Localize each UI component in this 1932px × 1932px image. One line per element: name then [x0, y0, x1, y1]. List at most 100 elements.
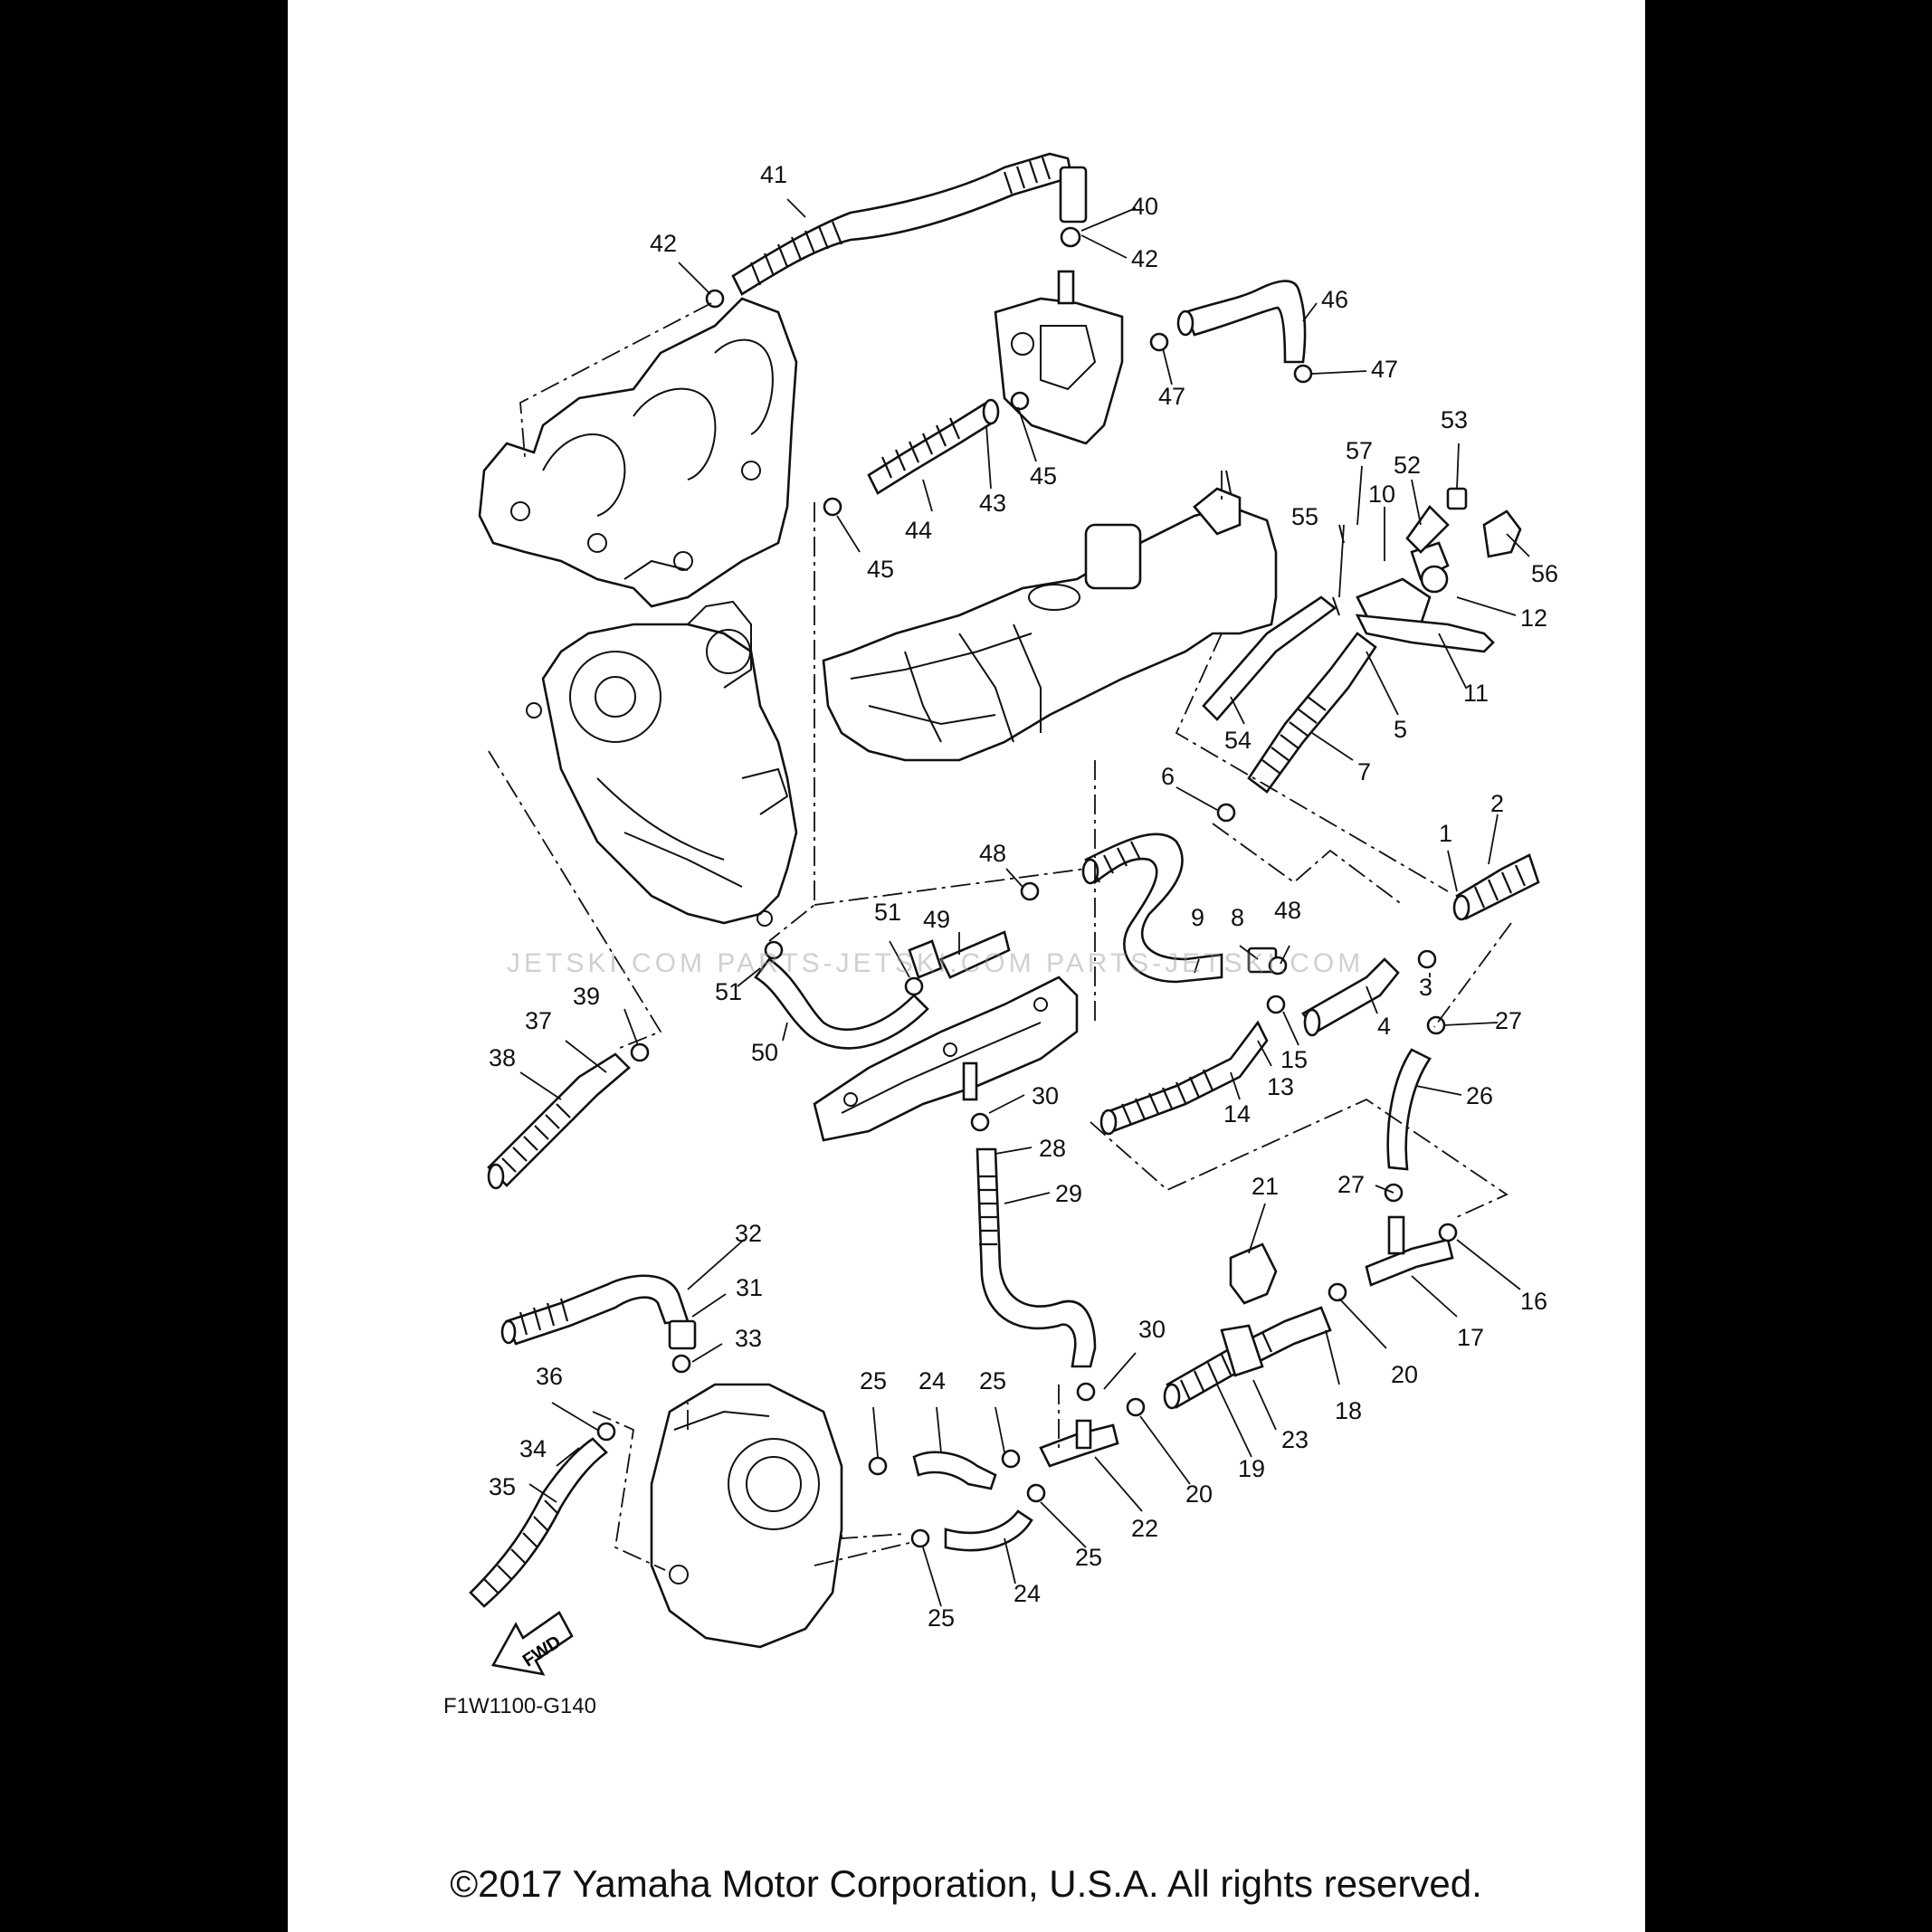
callout-48: 48 — [979, 840, 1006, 867]
callout-50: 50 — [751, 1039, 778, 1066]
callout-34: 34 — [519, 1435, 547, 1462]
callout-25: 25 — [1075, 1544, 1102, 1571]
callout-41: 41 — [760, 161, 787, 188]
callout-10: 10 — [1368, 481, 1395, 508]
callout-labels: 41 40 42 42 46 47 47 53 57 52 10 55 56 1… — [489, 161, 1558, 1632]
callout-51: 51 — [715, 978, 742, 1005]
callout-45: 45 — [867, 556, 894, 583]
exhaust-manifold — [478, 297, 798, 608]
hose-18-19 — [1163, 1306, 1332, 1410]
hose-13-14 — [1099, 1020, 1269, 1136]
callout-8: 8 — [1231, 904, 1244, 931]
figure-code: F1W1100-G140 — [443, 1694, 596, 1718]
hose-46 — [1176, 280, 1307, 364]
callout-52: 52 — [1394, 452, 1421, 479]
cooling-hose-diagram: FWD — [469, 152, 1558, 1676]
callout-44: 44 — [905, 517, 932, 544]
callout-5: 5 — [1394, 716, 1407, 743]
callout-24: 24 — [1014, 1580, 1041, 1607]
callout-35: 35 — [489, 1473, 516, 1500]
callout-46: 46 — [1321, 286, 1348, 313]
right-fittings — [1332, 487, 1522, 653]
callout-56: 56 — [1531, 560, 1558, 587]
callout-32: 32 — [735, 1220, 762, 1247]
callout-25: 25 — [928, 1604, 955, 1632]
callout-40: 40 — [1131, 193, 1158, 220]
hose-1-2 — [1452, 853, 1540, 921]
callout-43: 43 — [979, 490, 1006, 517]
callout-28: 28 — [1039, 1135, 1066, 1162]
water-box — [526, 600, 798, 927]
callout-31: 31 — [736, 1274, 763, 1301]
callout-9: 9 — [1191, 904, 1204, 931]
callout-20: 20 — [1185, 1480, 1213, 1508]
callout-27: 27 — [1495, 1007, 1522, 1034]
callout-25: 25 — [860, 1367, 887, 1394]
callout-15: 15 — [1280, 1046, 1308, 1073]
callout-29: 29 — [1055, 1180, 1082, 1207]
callout-24: 24 — [918, 1367, 946, 1394]
hose-34-35 — [469, 1437, 608, 1608]
callout-33: 33 — [735, 1325, 762, 1352]
callout-30: 30 — [1138, 1316, 1166, 1343]
joint-49 — [908, 930, 1011, 979]
watermark: JETSKI.COM PARTS-JETSKI.COM PARTS-JETSKI… — [507, 948, 1365, 978]
cylinder-cover — [813, 976, 1079, 1142]
callout-45: 45 — [1030, 462, 1057, 490]
callout-55: 55 — [1291, 503, 1318, 530]
hose-24-upper — [912, 1451, 997, 1490]
callout-11: 11 — [1463, 680, 1489, 707]
fwd-arrow: FWD — [490, 1611, 574, 1676]
callout-38: 38 — [489, 1044, 516, 1071]
callout-27: 27 — [1337, 1171, 1365, 1198]
joint-22 — [1039, 1419, 1119, 1468]
exhaust-pipe-assembly — [822, 470, 1278, 762]
leader-lines — [519, 198, 1530, 1607]
hose-50 — [754, 957, 929, 1050]
callout-47: 47 — [1371, 356, 1398, 383]
callout-53: 53 — [1441, 406, 1468, 433]
callout-2: 2 — [1490, 790, 1504, 817]
callout-19: 19 — [1238, 1455, 1265, 1482]
callout-26: 26 — [1466, 1082, 1493, 1109]
callout-18: 18 — [1335, 1397, 1362, 1424]
connection-lines — [488, 302, 1512, 1571]
hose-28-29 — [976, 1147, 1097, 1368]
lower-housing — [650, 1383, 843, 1649]
callout-12: 12 — [1520, 604, 1547, 632]
callout-42: 42 — [650, 230, 677, 257]
callout-23: 23 — [1281, 1426, 1309, 1453]
callout-25: 25 — [979, 1367, 1006, 1394]
callout-51: 51 — [874, 899, 901, 926]
hose-5-7 — [1202, 595, 1377, 794]
clamp-21 — [1229, 1242, 1278, 1305]
hose-43-44 — [867, 398, 1000, 495]
callout-7: 7 — [1357, 758, 1371, 785]
hose-24-lower — [944, 1509, 1033, 1552]
callout-57: 57 — [1346, 437, 1373, 464]
joint-17 — [1365, 1215, 1454, 1287]
joint-4 — [1301, 957, 1400, 1037]
copyright-notice: ©2017 Yamaha Motor Corporation, U.S.A. A… — [450, 1862, 1482, 1905]
callout-4: 4 — [1377, 1013, 1391, 1040]
callout-48: 48 — [1274, 897, 1301, 924]
pilot-water-housing — [994, 270, 1124, 445]
callout-42: 42 — [1131, 245, 1158, 272]
callout-1: 1 — [1439, 820, 1452, 847]
callout-36: 36 — [536, 1363, 563, 1390]
callout-39: 39 — [573, 983, 600, 1010]
callout-30: 30 — [1032, 1082, 1059, 1109]
callout-49: 49 — [923, 906, 950, 933]
callout-37: 37 — [525, 1007, 552, 1034]
callout-20: 20 — [1391, 1361, 1418, 1388]
hose-31-32 — [500, 1274, 697, 1350]
callout-14: 14 — [1223, 1100, 1251, 1128]
callout-21: 21 — [1252, 1173, 1279, 1200]
callout-17: 17 — [1457, 1324, 1484, 1351]
callout-3: 3 — [1419, 974, 1432, 1001]
small-clamps — [596, 226, 1458, 1548]
hose-37-38 — [487, 1052, 631, 1190]
callout-47: 47 — [1158, 383, 1185, 410]
callout-54: 54 — [1224, 727, 1252, 754]
hose-26 — [1386, 1048, 1432, 1171]
